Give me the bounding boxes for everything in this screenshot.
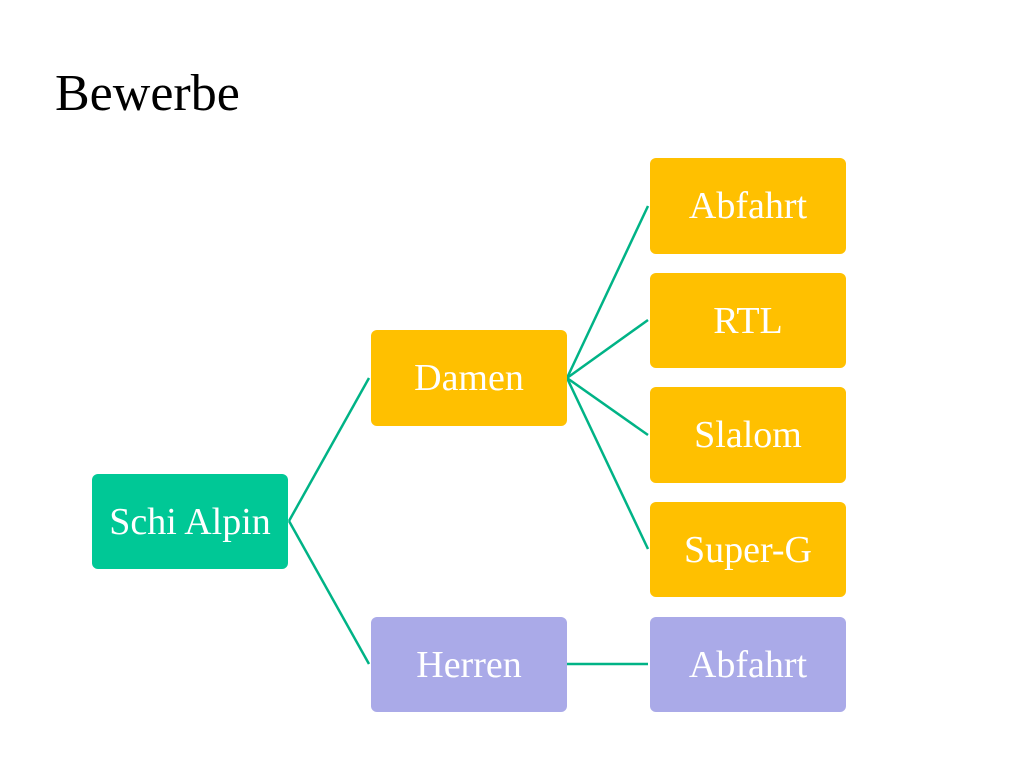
node-damen[interactable]: Damen	[371, 330, 567, 426]
connector-root-damen	[287, 377, 371, 522]
node-herren[interactable]: Herren	[371, 617, 567, 712]
node-label: Damen	[414, 357, 524, 399]
node-label: Abfahrt	[688, 185, 808, 227]
connector-damen-rtl	[566, 318, 649, 380]
connector-root-herren	[287, 520, 371, 665]
connector-damen-abfahrt	[565, 205, 650, 379]
node-damen-rtl[interactable]: RTL	[650, 273, 846, 368]
connector-damen-slalom	[566, 376, 649, 437]
node-label: Slalom	[694, 414, 802, 456]
node-label: Abfahrt	[688, 643, 808, 686]
slide-title: Bewerbe	[55, 65, 240, 122]
node-label: Herren	[416, 643, 522, 686]
node-damen-super-g[interactable]: Super-G	[650, 502, 846, 597]
node-label: Schi Alpin	[109, 500, 271, 543]
node-damen-slalom[interactable]: Slalom	[650, 387, 846, 483]
node-label: RTL	[713, 299, 783, 342]
node-schi-alpin[interactable]: Schi Alpin	[92, 474, 288, 569]
node-damen-abfahrt[interactable]: Abfahrt	[650, 158, 846, 254]
node-label: Super-G	[684, 528, 812, 571]
connector-damen-superg	[565, 377, 650, 550]
node-herren-abfahrt[interactable]: Abfahrt	[650, 617, 846, 712]
